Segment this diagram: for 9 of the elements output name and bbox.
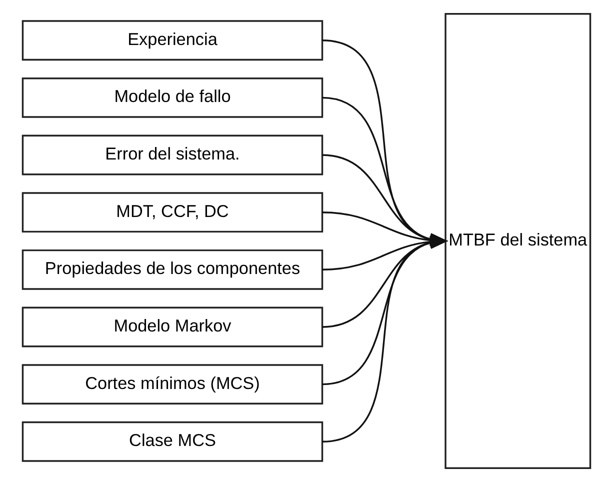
node-box: Clase MCS (21, 421, 323, 462)
node-box: Error del sistema. (21, 134, 323, 176)
node-box: Modelo Markov (21, 306, 323, 348)
node-box: MDT, CCF, DC (21, 192, 323, 233)
node-box: Cortes mínimos (MCS) (21, 364, 323, 405)
node-box: Modelo de fallo (21, 77, 323, 118)
node-box: Experiencia (21, 20, 323, 61)
node-box: MTBF del sistema (444, 12, 591, 470)
node-box: Propiedades de los componentes (21, 249, 323, 290)
